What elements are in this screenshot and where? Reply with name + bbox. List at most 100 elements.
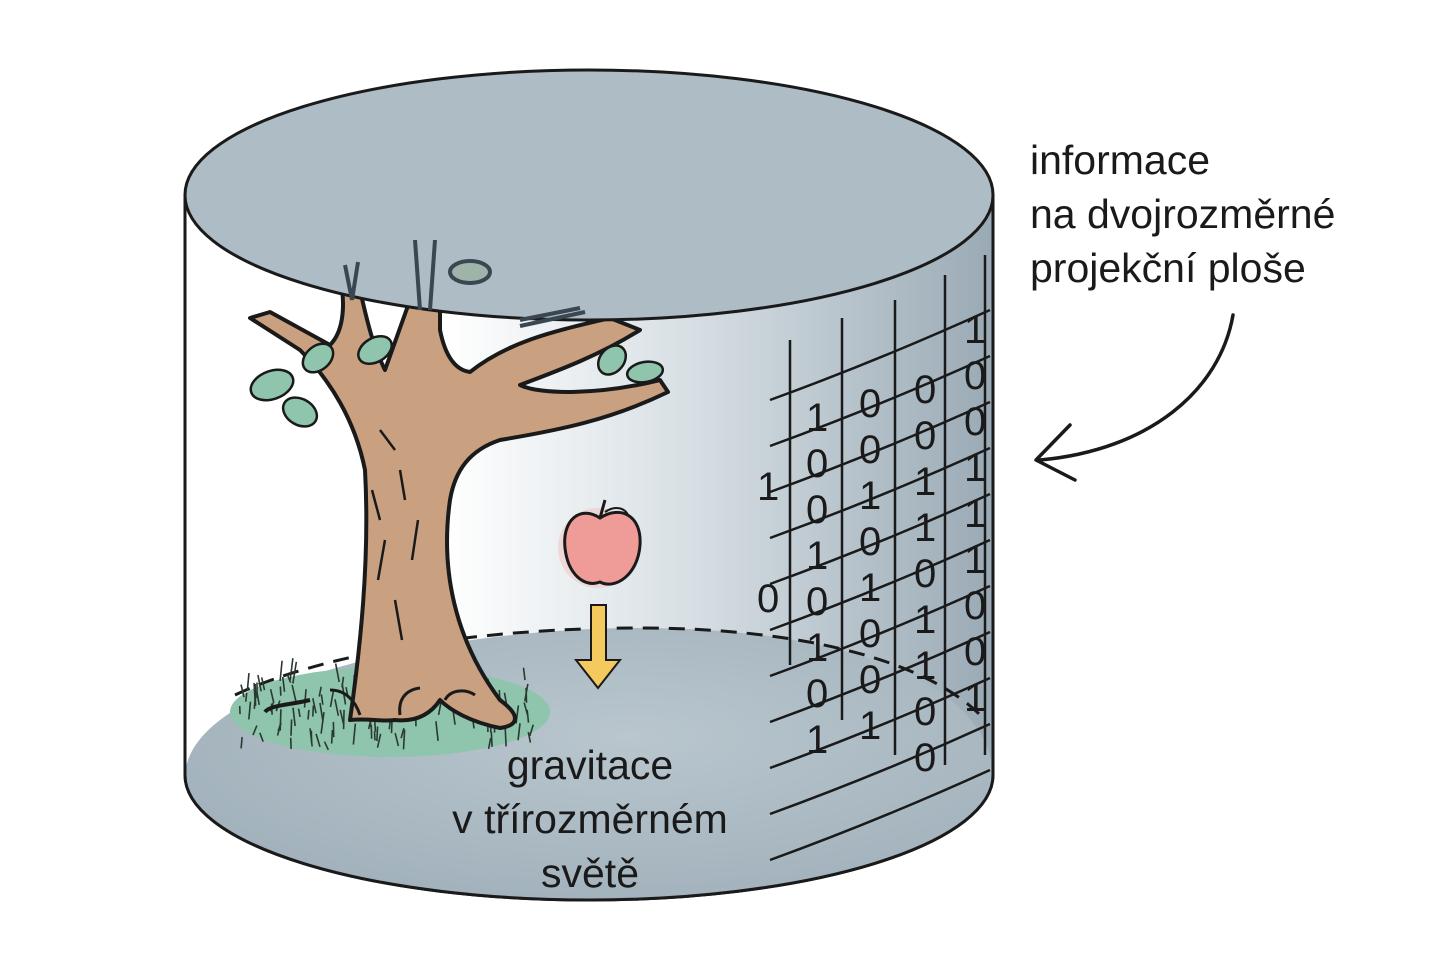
grass-blade <box>490 731 493 747</box>
binary-digit: 1 <box>806 718 828 762</box>
binary-digit: 1 <box>964 676 986 720</box>
grid-row-line <box>769 676 991 770</box>
binary-digit: 0 <box>914 736 936 780</box>
grass-blade <box>279 660 283 681</box>
grass-blade <box>529 724 535 737</box>
tree-leaves <box>249 335 665 428</box>
gravity-label-line: v třírozměrném <box>452 796 728 842</box>
binary-digit: 1 <box>964 308 986 352</box>
binary-digit: 1 <box>859 566 881 610</box>
gravity-arrow-icon <box>573 604 623 690</box>
grid-row-line <box>769 400 991 494</box>
top-reflections <box>343 239 586 328</box>
grass-blade <box>246 672 250 691</box>
apple <box>558 499 642 588</box>
binary-digit: 0 <box>964 584 986 628</box>
binary-digit: 0 <box>859 658 881 702</box>
binary-digit: 1 <box>859 704 881 748</box>
binary-digit: 0 <box>757 577 779 621</box>
grid-row-line <box>769 584 991 678</box>
grass-blade <box>289 658 294 681</box>
grass-blade <box>352 723 357 745</box>
grass-blade <box>257 674 262 692</box>
binary-digit: 0 <box>859 382 881 426</box>
grass-blade <box>312 705 315 717</box>
grass-blade <box>330 729 334 744</box>
grass-blade <box>376 733 382 748</box>
grass-blade <box>527 731 532 743</box>
grass-blade <box>279 709 282 731</box>
projection-label-line: projekční ploše <box>1030 245 1306 291</box>
grass-blade <box>323 741 330 751</box>
binary-digit: 1 <box>914 460 936 504</box>
grass-blade <box>269 689 275 704</box>
grass-blade <box>286 674 292 683</box>
grass-blade <box>281 676 286 692</box>
grass-blade <box>334 663 340 683</box>
grass-blade <box>240 736 243 749</box>
grid-row-line <box>769 354 991 448</box>
binary-digit: 1 <box>964 446 986 490</box>
grass-blade <box>240 684 245 698</box>
grass-blade <box>252 725 258 736</box>
floor-back-edge <box>234 626 987 722</box>
binary-digit: 0 <box>806 580 828 624</box>
binary-digit: 1 <box>806 396 828 440</box>
grid-row-line <box>769 446 991 540</box>
binary-digit: 1 <box>859 474 881 518</box>
grid-row-line <box>769 538 991 632</box>
grass-blade <box>452 711 456 725</box>
grid-row-line <box>769 492 991 586</box>
binary-digit: 0 <box>964 630 986 674</box>
projection-label: informace na dvojrozměrné projekční ploš… <box>1030 133 1335 295</box>
grid-row-line <box>769 722 991 816</box>
binary-digit: 0 <box>806 672 828 716</box>
binary-digit: 0 <box>859 520 881 564</box>
binary-digit: 0 <box>859 612 881 656</box>
grass-blade <box>297 708 301 718</box>
grass-blade <box>248 701 252 720</box>
grass-blade <box>318 686 322 697</box>
tree <box>248 228 670 730</box>
gravity-label-line: gravitace <box>506 742 674 788</box>
pointer-arrow-icon <box>1034 313 1235 482</box>
grid-row-line <box>769 308 991 402</box>
grass-blade <box>260 677 266 691</box>
binary-digit: 1 <box>757 465 779 509</box>
binary-digit: 0 <box>806 442 828 486</box>
gravity-label-line: světě <box>541 850 639 896</box>
grass-blade <box>290 719 293 736</box>
grass-blade <box>244 692 248 702</box>
grass-blade <box>376 726 379 742</box>
grass-blade <box>517 723 521 741</box>
binary-digit: 0 <box>806 488 828 532</box>
projection-label-line: informace <box>1030 137 1211 183</box>
grass-blade <box>253 682 257 705</box>
grass-blade <box>259 732 264 742</box>
grass-blade <box>315 733 321 748</box>
grass-blade <box>526 709 530 723</box>
grid-row-line <box>769 768 991 862</box>
grass-blade <box>400 727 405 739</box>
grass-blade <box>402 729 406 750</box>
grass-blade <box>292 661 298 684</box>
projection-label-line: na dvojrozměrné <box>1030 191 1336 237</box>
grass-blade <box>303 689 307 708</box>
binary-digit: 1 <box>806 626 828 670</box>
grass-blade <box>312 698 317 714</box>
grass-blade <box>522 667 526 681</box>
grid-row-line <box>769 630 991 724</box>
binary-digit: 1 <box>914 506 936 550</box>
grass-blade <box>334 699 340 716</box>
grass-blade <box>320 712 325 734</box>
grass-blade <box>503 692 508 705</box>
grass-blade <box>291 684 297 702</box>
binary-digit: 0 <box>964 400 986 444</box>
grass-blade <box>523 683 529 702</box>
grass-blade <box>329 689 335 708</box>
binary-digit: 0 <box>964 354 986 398</box>
binary-digit: 1 <box>806 534 828 578</box>
binary-digit: 0 <box>914 690 936 734</box>
